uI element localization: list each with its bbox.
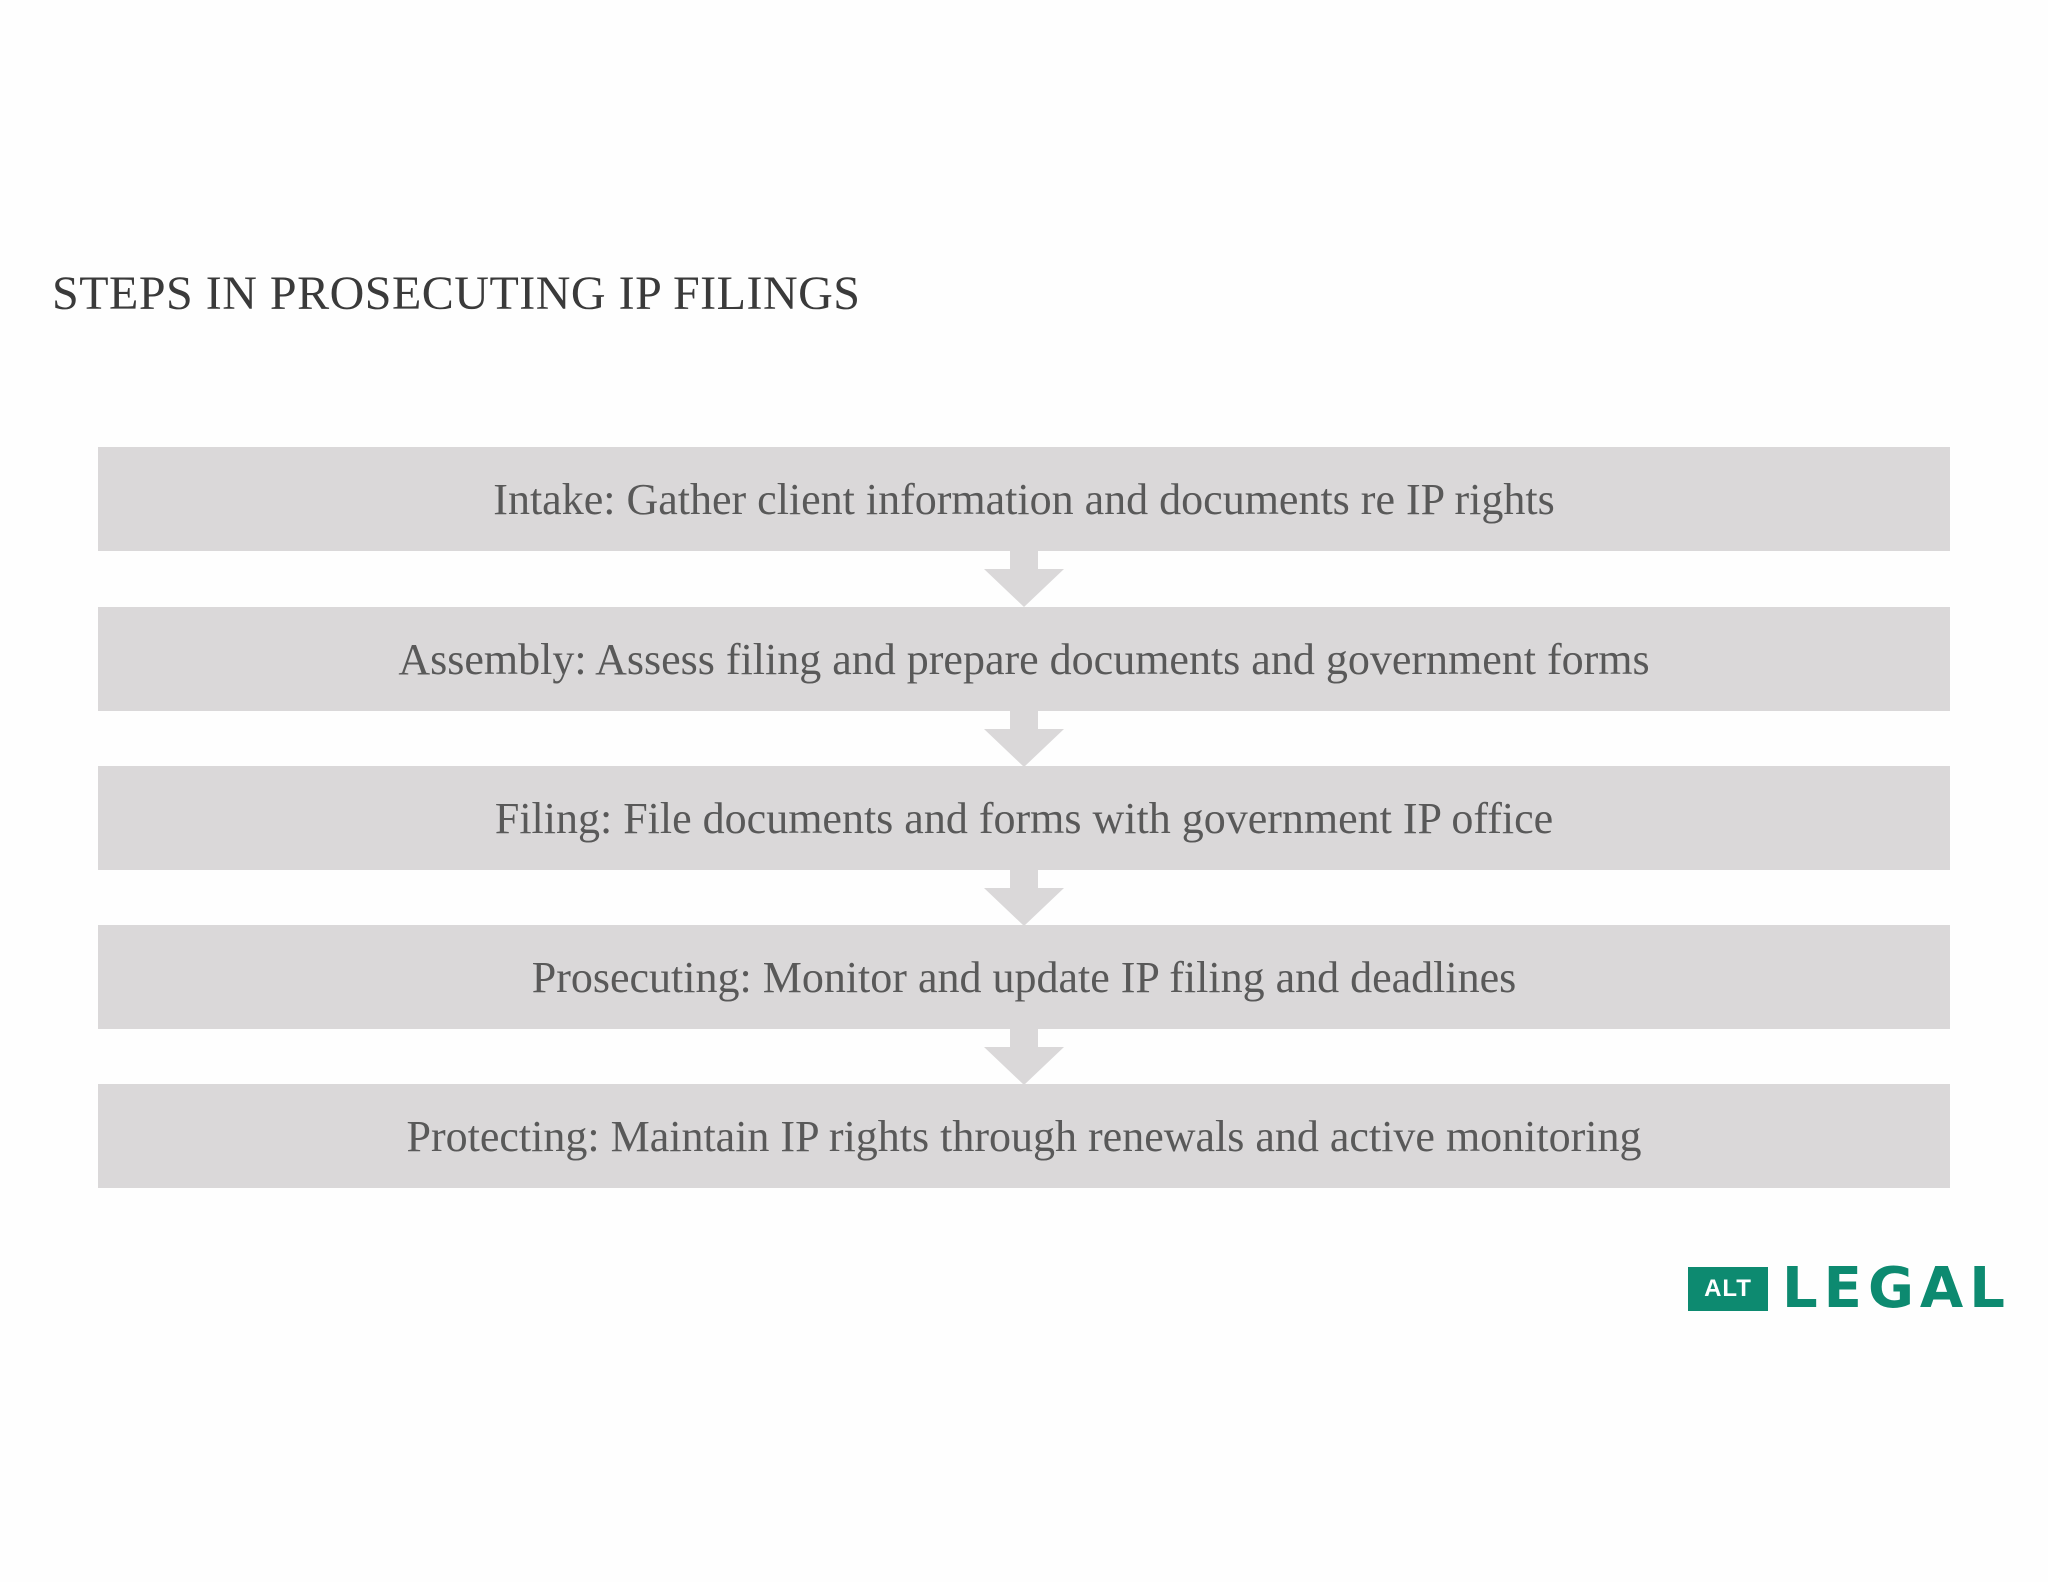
- down-arrow-icon: [984, 1029, 1064, 1085]
- step-intake-box: Intake: Gather client information and do…: [98, 447, 1950, 551]
- step-filing-box: Filing: File documents and forms with go…: [98, 766, 1950, 870]
- step-prosecuting-box: Prosecuting: Monitor and update IP filin…: [98, 925, 1950, 1029]
- slide-title: STEPS IN PROSECUTING IP FILINGS: [52, 267, 861, 320]
- step-filing-label: Filing: File documents and forms with go…: [494, 793, 1554, 843]
- step-protecting-label: Protecting: Maintain IP rights through r…: [406, 1111, 1642, 1161]
- step-protecting-box: Protecting: Maintain IP rights through r…: [98, 1084, 1950, 1188]
- logo-badge: ALT: [1688, 1267, 1768, 1311]
- logo-wordmark: LEGAL: [1782, 1256, 2011, 1321]
- down-arrow-icon: [984, 711, 1064, 767]
- step-assembly-box: Assembly: Assess filing and prepare docu…: [98, 607, 1950, 711]
- step-assembly-label: Assembly: Assess filing and prepare docu…: [398, 634, 1650, 684]
- step-intake-label: Intake: Gather client information and do…: [493, 474, 1555, 524]
- alt-legal-logo: ALT LEGAL: [1688, 1261, 2011, 1317]
- down-arrow-icon: [984, 551, 1064, 607]
- step-prosecuting-label: Prosecuting: Monitor and update IP filin…: [531, 952, 1517, 1002]
- down-arrow-icon: [984, 870, 1064, 926]
